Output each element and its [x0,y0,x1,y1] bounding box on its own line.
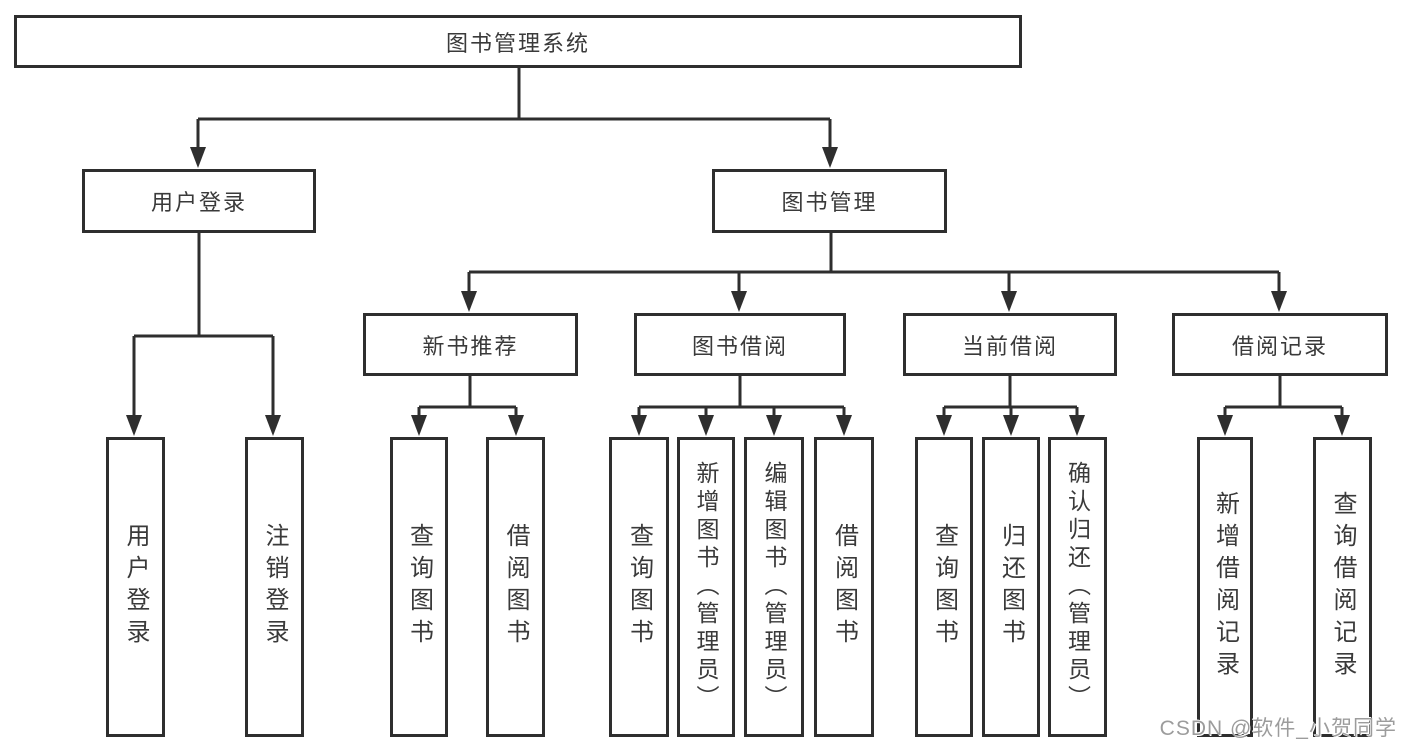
leaf-borrow-books-recommend: 借阅图书 [486,437,545,737]
arrowheads [126,147,1350,436]
node-book-management: 图书管理 [712,169,947,233]
node-book-borrow: 图书借阅 [634,313,846,376]
leaf-query-books-borrow: 查询图书 [609,437,669,737]
leaf-edit-books-admin: 编辑图书（管理员） [744,437,804,737]
leaf-confirm-return-admin: 确认归还（管理员） [1048,437,1107,737]
node-current-borrow: 当前借阅 [903,313,1117,376]
leaf-user-login: 用户登录 [106,437,165,737]
leaf-query-books-current: 查询图书 [915,437,973,737]
leaf-borrow-books: 借阅图书 [814,437,874,737]
node-user-login: 用户登录 [82,169,316,233]
leaf-add-borrow-record: 新增借阅记录 [1197,437,1253,737]
leaf-return-books: 归还图书 [982,437,1040,737]
connector-paths [132,68,1344,417]
leaf-query-books-recommend: 查询图书 [390,437,448,737]
leaf-logout: 注销登录 [245,437,304,737]
csdn-watermark: CSDN @软件_小贺同学 [1159,717,1397,740]
leaf-query-borrow-record: 查询借阅记录 [1313,437,1372,737]
node-new-book-recommend: 新书推荐 [363,313,578,376]
node-borrow-record: 借阅记录 [1172,313,1388,376]
leaf-add-books-admin: 新增图书（管理员） [677,437,735,737]
node-root-library-system: 图书管理系统 [14,15,1022,68]
